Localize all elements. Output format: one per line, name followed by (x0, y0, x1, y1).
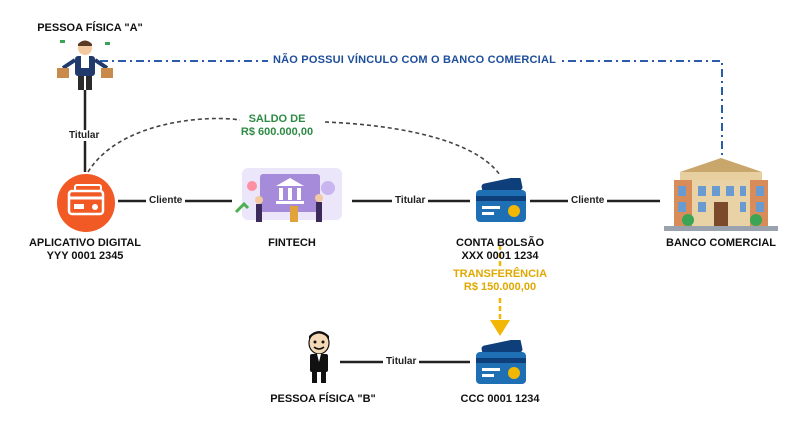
bank-building-icon (664, 158, 778, 231)
fintech-label: FINTECH (268, 237, 316, 249)
conta-bolsao-number: XXX 0001 1234 (461, 250, 539, 262)
edge-label-titular-fintech-conta: Titular (392, 195, 429, 206)
app-digital-icon (57, 174, 115, 232)
no-link-note: NÃO POSSUI VÍNCULO COM O BANCO COMERCIAL (268, 54, 562, 66)
transfer-note-line2: R$ 150.000,00 (463, 281, 537, 293)
saldo-arc-right (324, 121, 501, 176)
saldo-note: SALDO DE R$ 600.000,00 (222, 113, 332, 139)
saldo-note-line2: R$ 600.000,00 (240, 126, 314, 138)
ccc-label: CCC 0001 1234 (460, 393, 540, 405)
edge-label-cliente-app-fintech: Cliente (146, 195, 186, 206)
bank-label: BANCO COMERCIAL (666, 237, 776, 249)
edge-label-cliente-conta-bank: Cliente (568, 195, 608, 206)
conta-bolsao-label: CONTA BOLSÃO XXX 0001 1234 (440, 237, 560, 263)
transfer-arrowhead (490, 320, 510, 336)
conta-bolsao-card-icon (476, 178, 526, 222)
person-b-icon (308, 331, 330, 383)
fintech-illustration (234, 168, 342, 222)
person-a-icon (57, 40, 113, 90)
transfer-note: TRANSFERÊNCIA R$ 150.000,00 (440, 268, 560, 294)
conta-bolsao-name: CONTA BOLSÃO (456, 237, 544, 249)
ccc-card-icon (476, 340, 526, 384)
person-a-label: PESSOA FÍSICA "A" (37, 22, 143, 34)
saldo-arc-left (87, 117, 241, 173)
person-b-label: PESSOA FÍSICA "B" (270, 393, 376, 405)
app-digital-label: APLICATIVO DIGITAL YYY 0001 2345 (20, 237, 150, 263)
edge-label-titular-b: Titular (383, 356, 420, 367)
transfer-note-line1: TRANSFERÊNCIA (452, 268, 548, 280)
line-no-link (100, 60, 723, 160)
saldo-note-line1: SALDO DE (248, 113, 306, 125)
app-digital-number: YYY 0001 2345 (46, 250, 124, 262)
edge-label-titular-a: Titular (66, 130, 103, 141)
app-digital-name: APLICATIVO DIGITAL (28, 237, 142, 249)
